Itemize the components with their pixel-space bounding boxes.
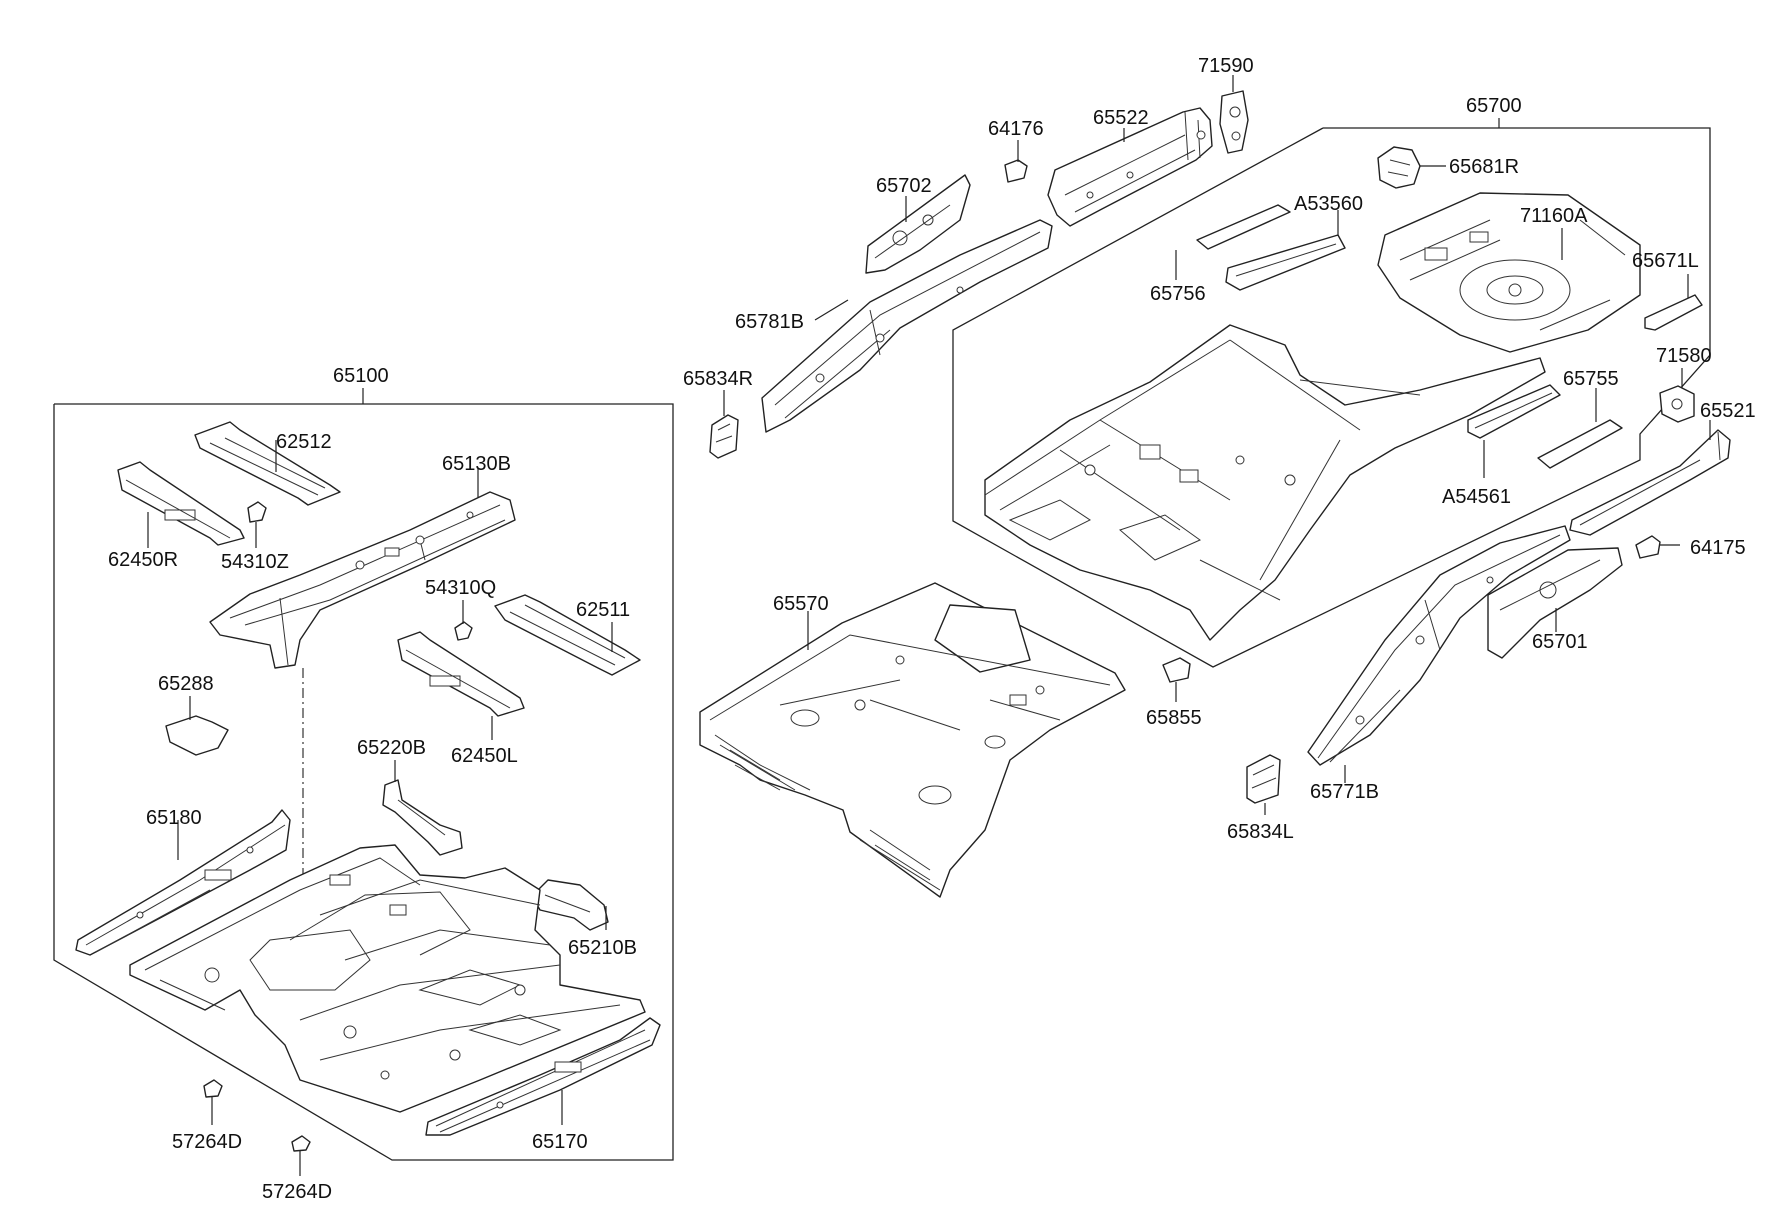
- label-65130B: 65130B: [442, 453, 511, 475]
- part-65671L-bracket: [1644, 274, 1703, 331]
- part-54310Q-clip: [454, 600, 473, 641]
- part-65834L-bracket: [1246, 754, 1281, 815]
- label-62512: 62512: [276, 431, 332, 453]
- front-floor-group-frame: [53, 403, 674, 1161]
- label-65570: 65570: [773, 593, 829, 615]
- label-71590: 71590: [1198, 55, 1254, 77]
- part-71160A-tire-well: [1377, 192, 1641, 353]
- part-65700-rear-floor-assembly: [984, 324, 1546, 641]
- label-64176: 64176: [988, 118, 1044, 140]
- label-65220B: 65220B: [357, 737, 426, 759]
- part-65755-plate: [1537, 388, 1623, 469]
- part-62512-crossmember: [194, 421, 341, 506]
- part-62450R-crossmember: [117, 461, 245, 548]
- part-65170-side-sill: [425, 1017, 661, 1136]
- label-57264D-1: 57264D: [172, 1131, 242, 1153]
- label-62450L: 62450L: [451, 745, 518, 767]
- label-65700: 65700: [1466, 95, 1522, 117]
- label-65834L: 65834L: [1227, 821, 1294, 843]
- part-A54561-bracket: [1467, 384, 1561, 478]
- part-71590-bracket: [1219, 75, 1249, 154]
- part-65570-center-floor: [699, 582, 1126, 898]
- rear-floor-group-frame: [952, 127, 1711, 668]
- part-65834R-bracket: [709, 390, 739, 459]
- label-57264D-2: 57264D: [262, 1181, 332, 1203]
- part-64176-clip: [1004, 140, 1028, 183]
- part-62511-crossmember: [494, 594, 641, 676]
- part-62450L-crossmember: [397, 631, 525, 740]
- label-65855: 65855: [1146, 707, 1202, 729]
- part-65100-front-floor-pan: [129, 844, 646, 1113]
- part-65701-panel: [1487, 547, 1623, 659]
- part-65521-rail: [1569, 420, 1731, 536]
- label-62450R: 62450R: [108, 549, 178, 571]
- label-54310Q: 54310Q: [425, 577, 496, 599]
- part-65702-panel: [865, 174, 971, 274]
- part-65781B-side-member: [761, 219, 1053, 433]
- part-65220B-bracket: [382, 760, 463, 856]
- label-65100: 65100: [333, 365, 389, 387]
- label-65522: 65522: [1093, 107, 1149, 129]
- label-65756: 65756: [1150, 283, 1206, 305]
- part-54310Z-clip: [247, 501, 267, 548]
- part-71580-bracket: [1659, 368, 1695, 423]
- label-65771B: 65771B: [1310, 781, 1379, 803]
- label-65170: 65170: [532, 1131, 588, 1153]
- part-65210B-bracket: [531, 879, 609, 931]
- label-65180: 65180: [146, 807, 202, 829]
- label-65701: 65701: [1532, 631, 1588, 653]
- label-65781B: 65781B: [735, 311, 804, 333]
- label-65755: 65755: [1563, 368, 1619, 390]
- part-65681R-bracket: [1377, 146, 1446, 189]
- label-65288: 65288: [158, 673, 214, 695]
- part-57264D-clip-1: [203, 1079, 223, 1125]
- part-65522-rail: [1047, 107, 1213, 227]
- label-71580: 71580: [1656, 345, 1712, 367]
- label-65521: 65521: [1700, 400, 1756, 422]
- label-71160A: 71160A: [1520, 205, 1588, 227]
- part-65130B-tunnel-member: [209, 468, 516, 669]
- label-65210B: 65210B: [568, 937, 637, 959]
- label-65671L: 65671L: [1632, 250, 1699, 272]
- part-57264D-clip-2: [291, 1135, 311, 1176]
- label-65681R: 65681R: [1449, 156, 1519, 178]
- part-A53560-bracket: [1225, 210, 1346, 291]
- label-62511: 62511: [576, 599, 630, 621]
- part-65771B-side-member: [1307, 525, 1571, 783]
- part-65288-bracket: [165, 696, 229, 756]
- part-65180-side-sill: [75, 809, 291, 956]
- label-A54561: A54561: [1442, 486, 1511, 508]
- label-65702: 65702: [876, 175, 932, 197]
- part-65756-plate: [1175, 204, 1291, 280]
- label-54310Z: 54310Z: [221, 551, 289, 573]
- part-64175-clip: [1635, 535, 1680, 559]
- label-65834R: 65834R: [683, 368, 753, 390]
- part-65855-clip: [1162, 657, 1191, 702]
- label-A53560: A53560: [1294, 193, 1363, 215]
- label-64175: 64175: [1690, 537, 1746, 559]
